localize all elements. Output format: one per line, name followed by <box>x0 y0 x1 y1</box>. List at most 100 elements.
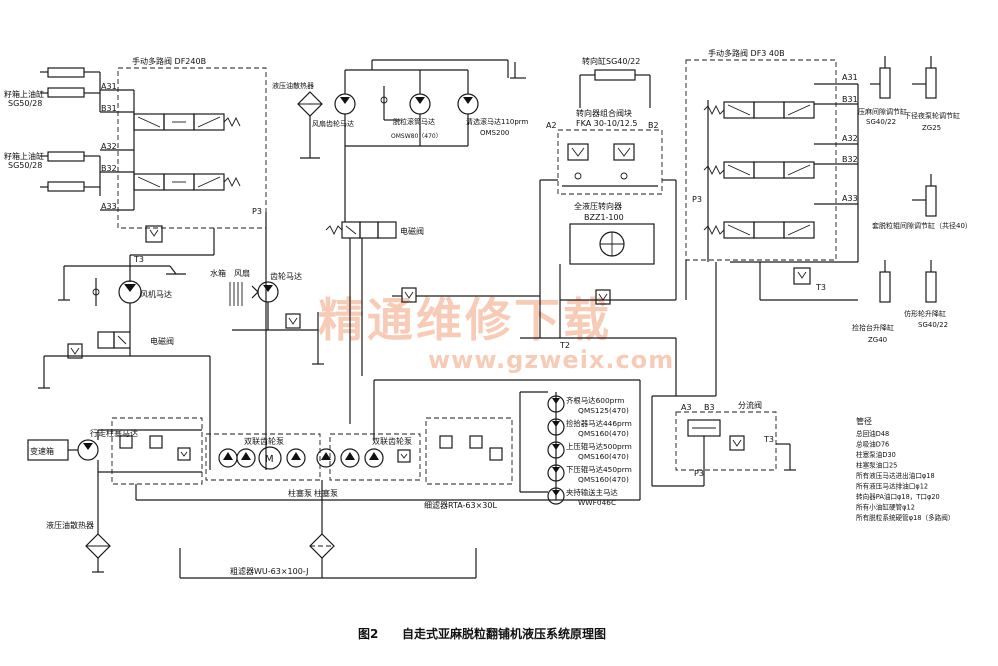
pipe-note-item: 所有液压马达进出油口φ18 <box>856 471 935 480</box>
left-port-a32: A32 <box>101 142 117 151</box>
piston-pump-2-label: 柱塞泵 <box>314 488 338 498</box>
series-motor-symbol <box>547 441 565 459</box>
left-port-t3: T3 <box>133 255 144 264</box>
fan-motor-label: 风机马达 <box>140 289 172 299</box>
top-solenoid-label: 电磁阀 <box>400 226 424 236</box>
top-fan-motor-label: 风扇齿轮马达 <box>312 119 354 128</box>
water-tank-symbol <box>229 282 243 306</box>
right-port-a31: A31 <box>842 73 858 82</box>
electric-motor-symbol <box>258 446 282 470</box>
clean-motor-code: OMS200 <box>480 129 509 137</box>
pipe-note-item: 所有液压马达排油口φ12 <box>856 482 928 491</box>
right-valve-spool-3 <box>703 221 815 239</box>
series-motor-symbol <box>547 418 565 436</box>
left-port-a33: A33 <box>101 202 117 211</box>
pump-group-right <box>329 433 421 481</box>
left-valve-label: 手动多路阀 DF240B <box>132 56 206 66</box>
pipe-note-item: 所有小油缸硬管φ12 <box>856 503 915 512</box>
clean-motor-label: 清选滚马达110prm <box>466 117 529 126</box>
thresh-motor-code: OMSW80（470） <box>391 133 442 140</box>
piston-pump-1-label: 柱塞泵 <box>288 488 312 498</box>
left-valve-relief <box>145 225 163 243</box>
right-cyl3-label: 套脱粒辊间隙调节缸（共径40） <box>872 221 972 230</box>
steer-unit-label: 全液压转向器 <box>574 201 622 211</box>
figure-number: 图2 <box>358 627 378 641</box>
fine-filter-label: 细滤器RTA-63×30L <box>424 500 497 510</box>
water-tank-label: 水箱 <box>210 268 226 278</box>
bottom-cooler-label: 液压油散热器 <box>46 520 94 530</box>
gearbox-label: 变速箱 <box>30 446 54 456</box>
right-cyl2-model: ZG25 <box>922 124 941 132</box>
left-port-p3: P3 <box>252 207 262 216</box>
left-lower-cylinder <box>40 151 101 196</box>
series-motor-model: QMS160(470) <box>578 475 629 484</box>
series-motor-model: QMS160(470) <box>578 452 629 461</box>
series-motor-name: 齐根马达600prm <box>566 396 624 405</box>
right-valve-label: 手动多路阀 DF3 40B <box>708 48 785 58</box>
left-port-a31: A31 <box>101 82 117 91</box>
left-valve-spool-2 <box>133 173 241 191</box>
pipe-note-item: 总回油D48 <box>856 429 889 438</box>
pipe-notes-list: 总回油D48总吸油D76柱塞泵油D30柱塞泵油口25所有液压马达进出油口φ18所… <box>856 429 954 522</box>
steer-block-model: FKA 30-10/12.5 <box>576 119 637 128</box>
left-multiway-valve <box>117 67 267 229</box>
top-cooler-label: 液压油散热器 <box>272 81 314 90</box>
right-cyl5-model: SG40/22 <box>918 321 948 329</box>
series-motor-model: QMS125(470) <box>578 406 629 415</box>
steer-port-a2: A2 <box>546 121 557 130</box>
left-upper-cyl-model: SG50/28 <box>8 99 42 108</box>
right-cylinder-2 <box>912 56 937 99</box>
right-cyl1-name: 压麻间隙调节缸 <box>858 107 907 116</box>
steer-unit-model: BZZ1-100 <box>584 213 624 222</box>
steer-relief <box>595 289 611 305</box>
left-solenoid-valve <box>97 331 115 349</box>
right-valve-spool-2 <box>703 161 815 179</box>
travel-motor-valve-group <box>111 417 203 485</box>
series-motor-name: 捡拾器马达446prm <box>566 419 632 428</box>
divider-port-t3: T3 <box>763 435 774 444</box>
watermark-url: www.gzweix.com <box>428 346 674 374</box>
right-cyl1-model: SG40/22 <box>866 118 896 126</box>
right-port-a32: A32 <box>842 134 858 143</box>
dual-pump-2-label: 双联齿轮泵 <box>372 436 412 446</box>
series-motor-model: WWF046C <box>578 498 616 507</box>
pipe-note-item: 柱塞泵油口25 <box>856 461 897 470</box>
series-motor-name: 下压辊马达450prm <box>566 465 632 474</box>
left-upper-cyl-name: 籽箱上油缸 <box>4 89 44 99</box>
series-motor-symbol <box>547 464 565 482</box>
right-cylinder-1 <box>870 56 891 99</box>
left-lower-cyl-model: SG50/28 <box>8 161 42 170</box>
divider-label: 分流阀 <box>738 400 762 410</box>
motor-series: 齐根马达600prmQMS125(470)捡拾器马达446prmQMS160(4… <box>547 392 632 507</box>
right-cylinder-3 <box>912 174 937 217</box>
right-cyl2-name: 下径夜泵轮调节缸 <box>904 111 960 120</box>
steer-port-b2: B2 <box>648 121 659 130</box>
series-motor-name: 上压辊马达500prm <box>566 442 632 451</box>
fan-label: 风扇 <box>234 268 250 278</box>
right-port-p3: P3 <box>692 195 702 204</box>
series-motor-name: 夹持输送主马达 <box>566 488 618 497</box>
electric-motor-letter: M <box>265 454 274 465</box>
figure-caption: 自走式亚麻脱粒翻铺机液压系统原理图 <box>402 626 606 641</box>
right-cylinder-4 <box>879 260 891 303</box>
series-motor-model: QMS160(470) <box>578 429 629 438</box>
divider-valve <box>675 411 777 471</box>
left-port-b31: B31 <box>101 104 117 113</box>
left-relief-valve <box>67 343 83 359</box>
steer-unit <box>569 223 655 265</box>
thresh-motor-label: 脱粒滚筒马达 <box>393 117 435 126</box>
fan-symbol <box>251 285 259 299</box>
dual-pump-1-label: 双联齿轮泵 <box>244 436 284 446</box>
pipe-note-item: 转向器PA油口φ18，T口φ20 <box>856 492 940 501</box>
travel-motor-label: 行走柱塞马达 <box>90 428 138 438</box>
left-lower-cyl-name: 籽箱上油缸 <box>4 151 44 161</box>
series-motor-symbol <box>547 395 565 413</box>
steer-cylinder-label: 转向缸SG40/22 <box>582 56 640 66</box>
coarse-filter-label: 粗滤器WU-63×100-J <box>230 566 309 576</box>
right-port-b31: B31 <box>842 95 858 104</box>
left-upper-cylinder <box>40 67 101 112</box>
right-pump-valve-group <box>425 417 513 485</box>
gear-motor-relief <box>285 313 301 329</box>
right-cyl5-name: 仿形轮升降缸 <box>904 309 946 318</box>
